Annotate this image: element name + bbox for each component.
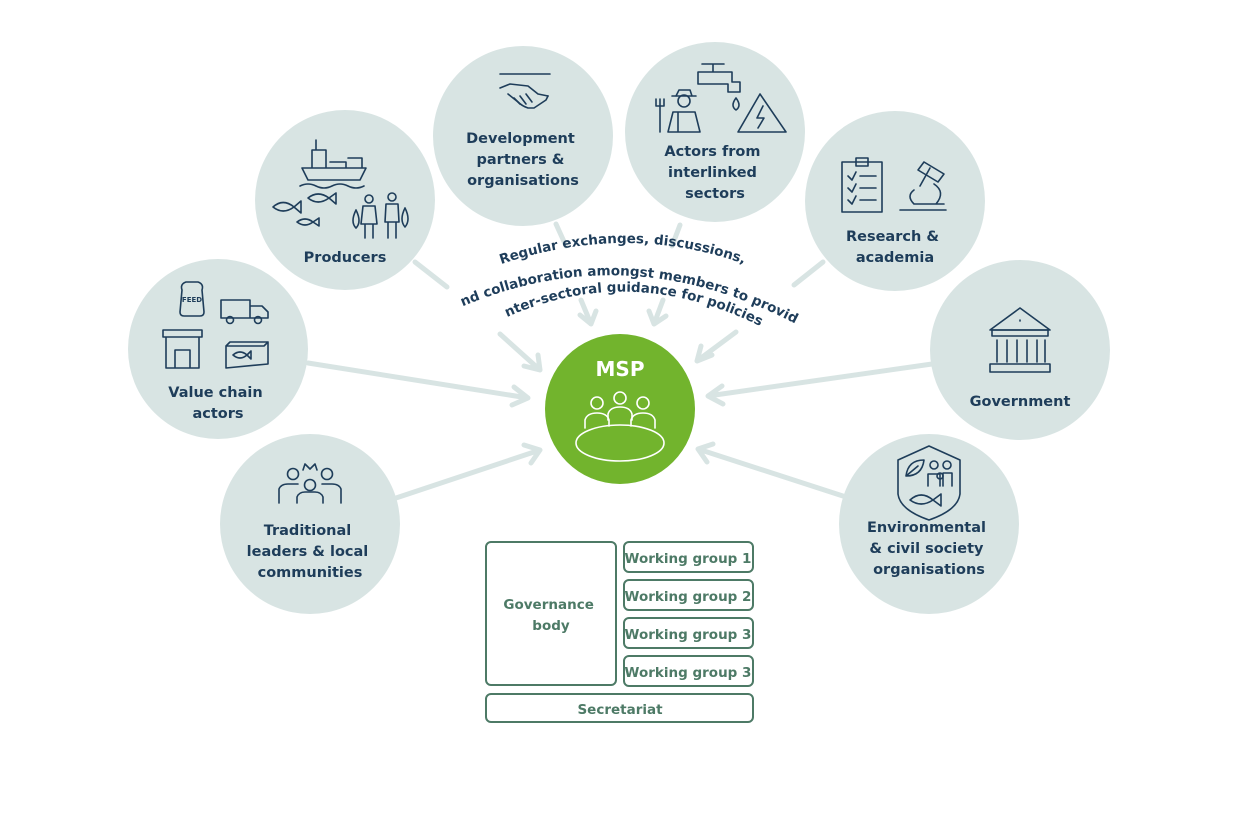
research-icon — [841, 157, 947, 213]
secretariat-label: Secretariat — [577, 702, 663, 718]
stakeholder-label-producers: Producers — [304, 250, 387, 266]
value-chain-icon — [162, 281, 269, 369]
stakeholder-traditional: Traditional leaders & local communities — [220, 434, 400, 614]
working-group-label: Working group 2 — [625, 589, 752, 605]
stakeholder-government: Government — [930, 260, 1110, 440]
working-group-box — [623, 617, 754, 649]
arrow-environmental — [695, 441, 849, 500]
arrow-government — [705, 361, 935, 407]
connector-arrows — [305, 221, 935, 501]
government-building-icon — [989, 307, 1051, 373]
arrow-value-chain — [305, 360, 531, 408]
arrow-traditional — [393, 442, 543, 501]
stakeholder-label-development: Development partners & organisations — [466, 131, 580, 189]
producers-icon — [272, 139, 409, 239]
meeting-table-icon — [575, 391, 665, 462]
stakeholder-label-interlinked: Actors from interlinked sectors — [664, 144, 765, 202]
governance-structure: Governance body Working group 1 Working … — [485, 541, 754, 723]
arrow-research — [694, 259, 826, 364]
msp-circle — [545, 334, 695, 484]
stakeholder-development: Development partners & organisations — [433, 46, 613, 226]
arrow-producers-lower — [497, 331, 543, 373]
secretariat-box — [485, 693, 754, 723]
handshake-icon — [499, 73, 551, 109]
stakeholder-interlinked: Actors from interlinked sectors — [625, 42, 805, 222]
arrow-interlinked — [646, 222, 683, 327]
stakeholder-label-research: Research & academia — [846, 229, 944, 266]
interlinked-sectors-icon — [655, 63, 787, 133]
stakeholder-value-chain: FEED Value chain actors — [128, 259, 308, 439]
stakeholder-producers: Producers — [255, 110, 435, 290]
working-group-label: Working group 3 — [625, 627, 752, 643]
msp-center: MSP — [545, 334, 695, 484]
community-leaders-icon — [278, 463, 342, 504]
working-group-box — [623, 579, 754, 611]
stakeholder-label-environmental: Environmental & civil society organisati… — [867, 520, 991, 578]
stakeholder-label-government: Government — [970, 394, 1071, 410]
arrow-development — [553, 221, 599, 327]
msp-title: MSP — [596, 357, 645, 381]
working-group-box — [623, 541, 754, 573]
caption-line-1: Regular exchanges, discussions, — [497, 231, 748, 268]
stakeholder-environmental: Environmental & civil society organisati… — [839, 434, 1019, 614]
stakeholder-label-traditional: Traditional leaders & local communities — [247, 523, 374, 581]
governance-body-label: Governance body — [503, 597, 598, 634]
environment-shield-icon — [897, 445, 961, 521]
working-group-label: Working group 3 — [625, 665, 752, 681]
stakeholder-label-value-chain: Value chain actors — [168, 385, 267, 422]
governance-body-box — [485, 541, 617, 686]
working-group-box — [623, 655, 754, 687]
stakeholder-research: Research & academia — [805, 111, 985, 291]
svg-text:FEED: FEED — [182, 296, 202, 304]
arrow-producers — [412, 259, 450, 290]
working-group-label: Working group 1 — [625, 551, 752, 567]
